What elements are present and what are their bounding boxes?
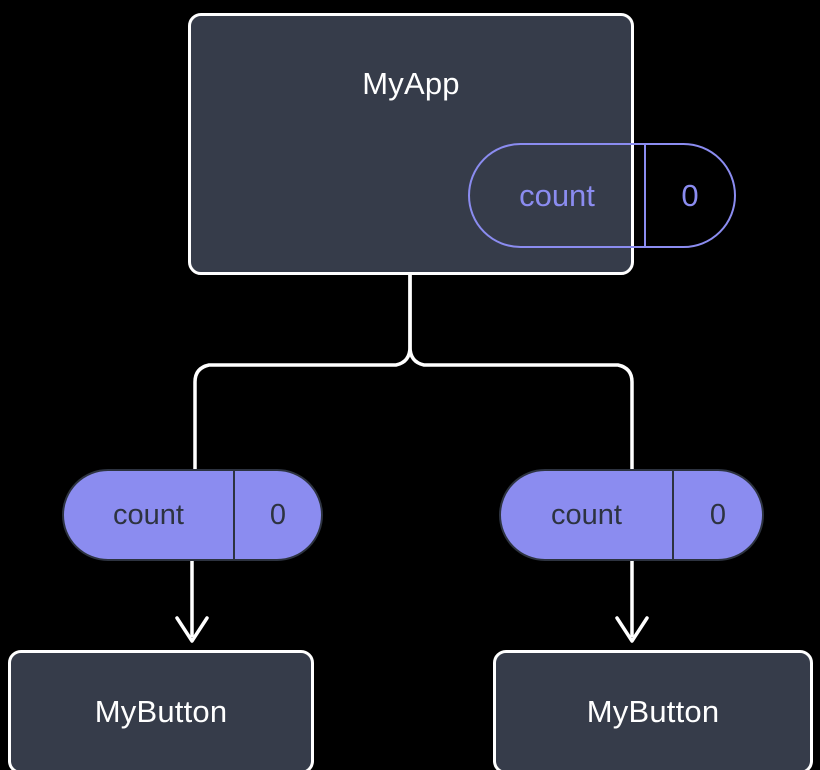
state-pill-key: count bbox=[470, 145, 646, 246]
arrow-prop-left-to-mybutton-left bbox=[175, 561, 209, 643]
state-pill-value: 0 bbox=[681, 177, 699, 213]
prop-pill-count-left[interactable]: count 0 bbox=[62, 469, 323, 561]
component-title-myapp: MyApp bbox=[362, 66, 460, 101]
prop-pill-key: count bbox=[64, 471, 235, 559]
state-pill-count[interactable]: count 0 bbox=[468, 143, 736, 248]
component-node-myapp[interactable]: MyApp count 0 bbox=[188, 13, 736, 275]
prop-pill-value: 0 bbox=[709, 498, 727, 531]
component-node-mybutton-left[interactable]: MyButton bbox=[8, 650, 314, 770]
arrow-prop-right-to-mybutton-right bbox=[615, 561, 649, 643]
tree-connector-root-to-props bbox=[193, 272, 412, 472]
prop-pill-value: 0 bbox=[269, 498, 287, 531]
tree-connector-root-to-props-right bbox=[408, 272, 634, 472]
component-title-mybutton: MyButton bbox=[94, 694, 228, 729]
component-title-mybutton: MyButton bbox=[586, 694, 720, 729]
prop-pill-key: count bbox=[501, 471, 674, 559]
prop-pill-count-right[interactable]: count 0 bbox=[499, 469, 764, 561]
component-node-mybutton-right[interactable]: MyButton bbox=[493, 650, 813, 770]
